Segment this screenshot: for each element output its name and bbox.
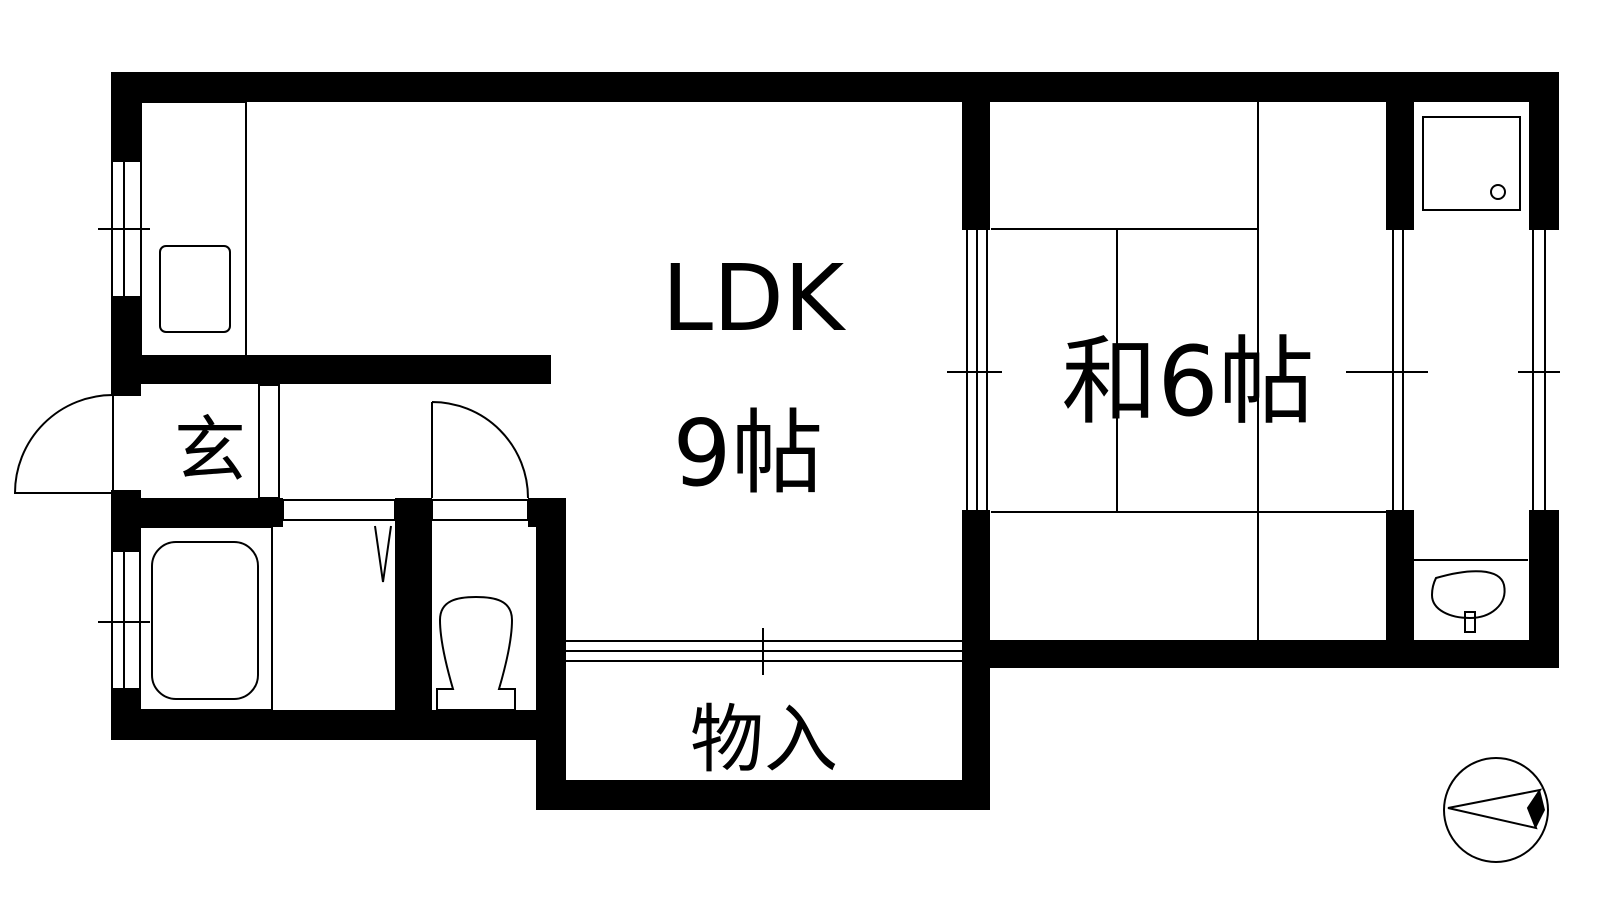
wall-ldk-washitsu-bottom: [962, 510, 990, 668]
wash-basin: [1430, 570, 1506, 620]
compass: [1443, 757, 1549, 863]
bathtub-outer: [139, 526, 273, 711]
door-mark: [374, 525, 392, 583]
window-left-top: [98, 161, 150, 297]
wall-kitchen: [141, 355, 551, 384]
washitsu-label: 和6帖: [1061, 326, 1314, 438]
north-arrow-icon: [1447, 788, 1543, 830]
wall-right-upper: [1529, 72, 1559, 230]
wall-right-lower: [1529, 510, 1559, 668]
entrance-door-swing: [13, 394, 114, 494]
washer-pan: [1422, 116, 1521, 211]
wall-washitsu-corridor-bottom: [1386, 510, 1414, 668]
wall-genkan-bath: [111, 498, 283, 527]
wall-storage-left: [536, 498, 566, 810]
wall-bottom-right: [962, 640, 1559, 668]
wall-left-mid: [111, 296, 141, 396]
bathtub: [151, 541, 259, 700]
window-left-bottom: [98, 550, 150, 690]
window-right: [1518, 229, 1560, 512]
sliding-door-ldk-washitsu: [947, 229, 1002, 512]
wall-bath-toilet: [395, 498, 432, 740]
drain: [1490, 184, 1506, 200]
genkan-label: 玄: [174, 408, 246, 492]
wall-top: [111, 72, 1559, 102]
genkan-step: [258, 384, 280, 499]
storage-label: 物入: [690, 697, 838, 783]
wash-opening: [282, 499, 396, 521]
compass-circle: [1443, 757, 1549, 863]
sink: [159, 245, 231, 333]
ldk-label: LDK: [662, 245, 847, 352]
walls: [111, 72, 1559, 810]
wall-washitsu-corridor-top: [1386, 72, 1414, 230]
wall-toilet-top: [528, 498, 566, 527]
toilet-opening: [431, 499, 529, 521]
wall-left-upper: [111, 72, 141, 162]
sliding-door-washitsu-corridor: [1346, 229, 1428, 512]
wall-storage-right: [962, 640, 990, 810]
ldk-size-label: 9帖: [673, 400, 824, 507]
wall-ldk-washitsu-top: [962, 72, 990, 230]
wall-bottom: [536, 780, 990, 810]
toilet-icon: [436, 595, 516, 711]
faucet: [1464, 611, 1476, 633]
toilet-door-swing: [431, 401, 529, 499]
arrow-head: [1528, 790, 1545, 828]
labels: LDK 9帖 和6帖 玄 物入: [174, 245, 1315, 783]
wall-bottom-left: [111, 710, 566, 740]
